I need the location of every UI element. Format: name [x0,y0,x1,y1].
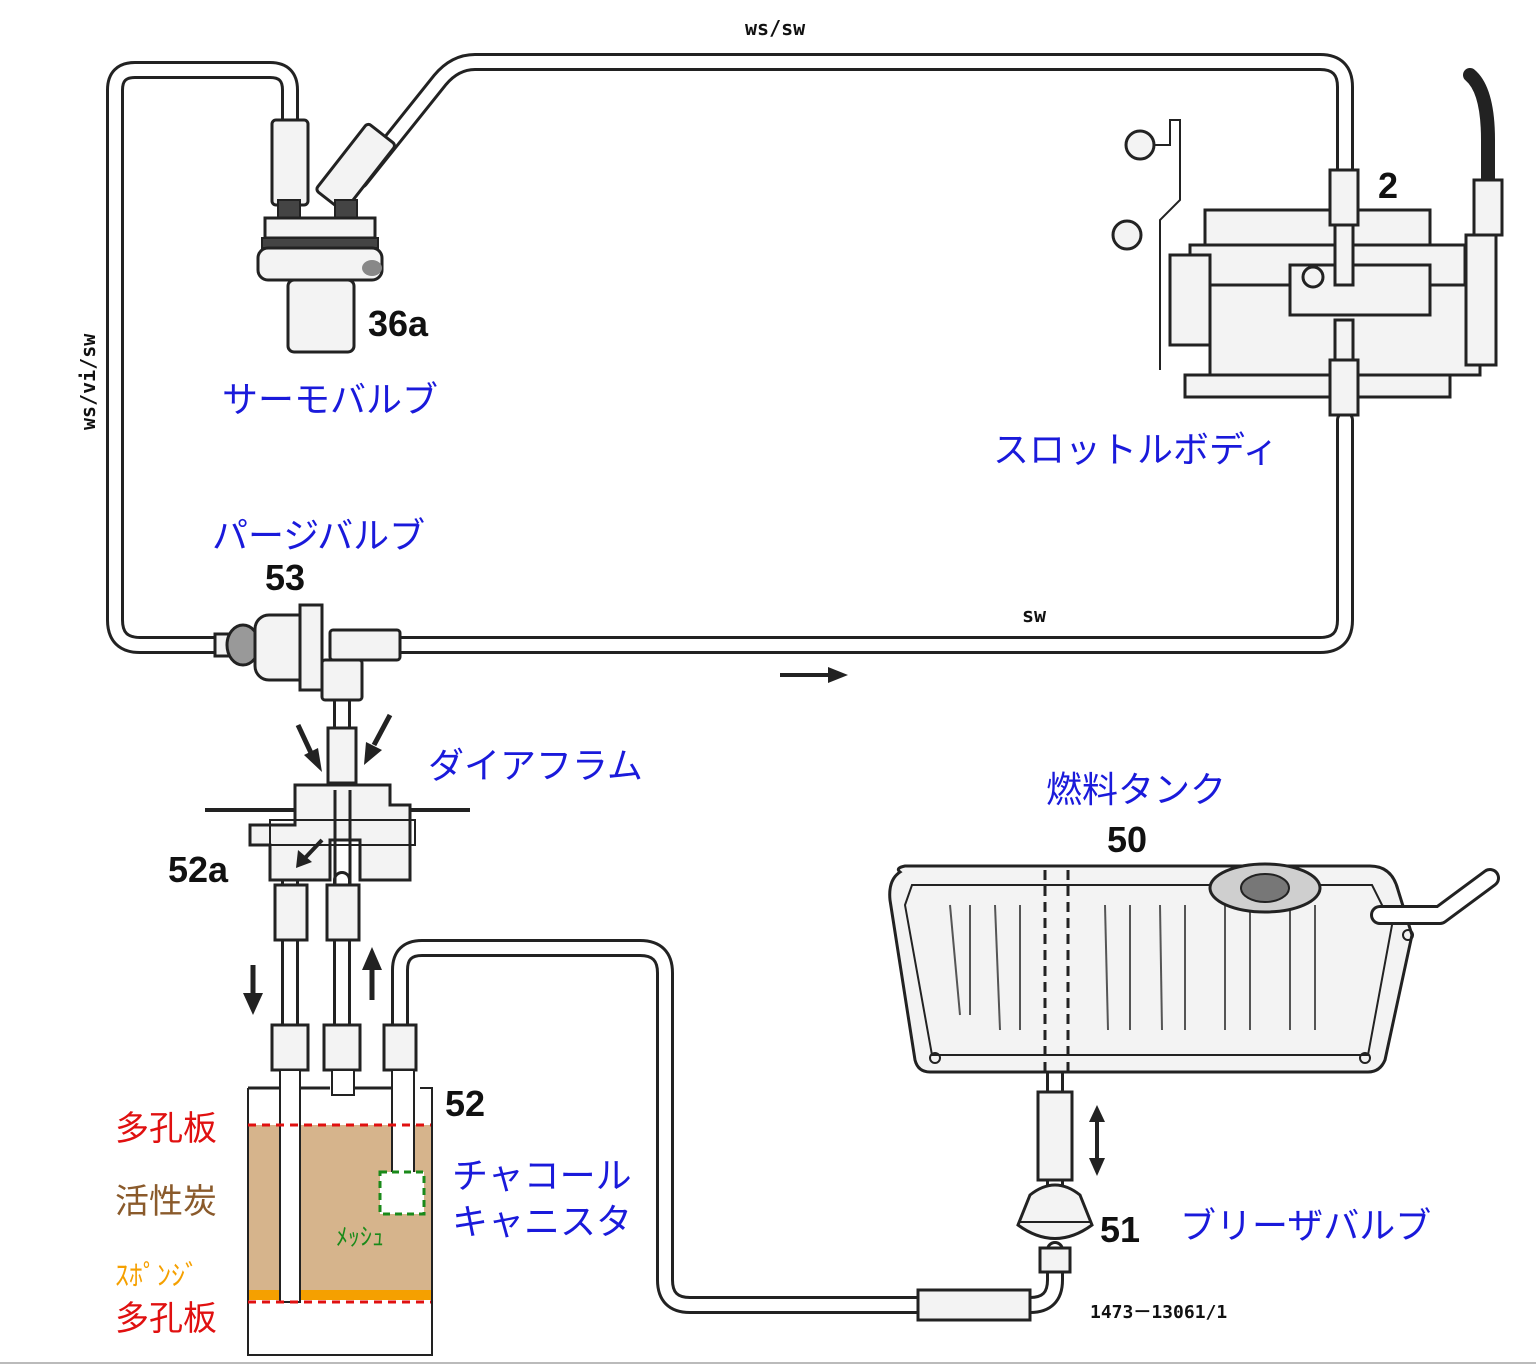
sponge-label: ｽﾎﾟﾝｼﾞ [115,1259,199,1292]
top-plate-label: 多孔板 [115,1109,217,1149]
wire-label-mid: sw [1022,603,1047,627]
charcoal-label: 活性炭 [115,1182,217,1222]
drawing-code: 1473－13061/1 [1090,1302,1227,1323]
thermo-valve-label: サーモバルブ [222,380,438,421]
throttle-body [1111,68,1504,417]
flow-arrow-right [780,667,848,683]
fuel-tank-number: 50 [1107,819,1147,860]
fuel-tank-label: 燃料タンク [1046,770,1226,811]
fuel-tank [888,862,1500,1075]
charcoal-canister [247,1069,433,1356]
diaphragm-unit-number: 52a [168,849,229,890]
purge-valve-label: パージバルブ [212,516,425,557]
breather-valve [916,1090,1105,1322]
wire-label-top: ws/sw [745,16,806,40]
throttle-body-label: スロットルボディ [993,430,1278,471]
canister-label-line1: チャコール [452,1156,632,1197]
canister-number: 52 [445,1083,485,1124]
wire-label-left: ws/vi/sw [76,333,100,430]
diaphragm-arrows [243,713,393,1015]
diaphragm-unit [205,783,470,1072]
canister-label-line2: キャニスタ [452,1202,632,1243]
thermo-valve-number: 36a [368,303,429,344]
bottom-plate-label: 多孔板 [115,1299,217,1339]
diaphragm-label: ダイアフラム [428,746,643,787]
tank-ribs [949,904,1316,1031]
breather-valve-number: 51 [1100,1209,1140,1250]
purge-valve [213,603,402,785]
purge-valve-number: 53 [265,557,305,598]
throttle-body-number: 2 [1378,165,1398,206]
breather-valve-label: ブリーザバルブ [1180,1206,1431,1247]
thermo-valve [256,118,396,354]
mesh-label: ﾒｯｼｭ [336,1223,384,1251]
